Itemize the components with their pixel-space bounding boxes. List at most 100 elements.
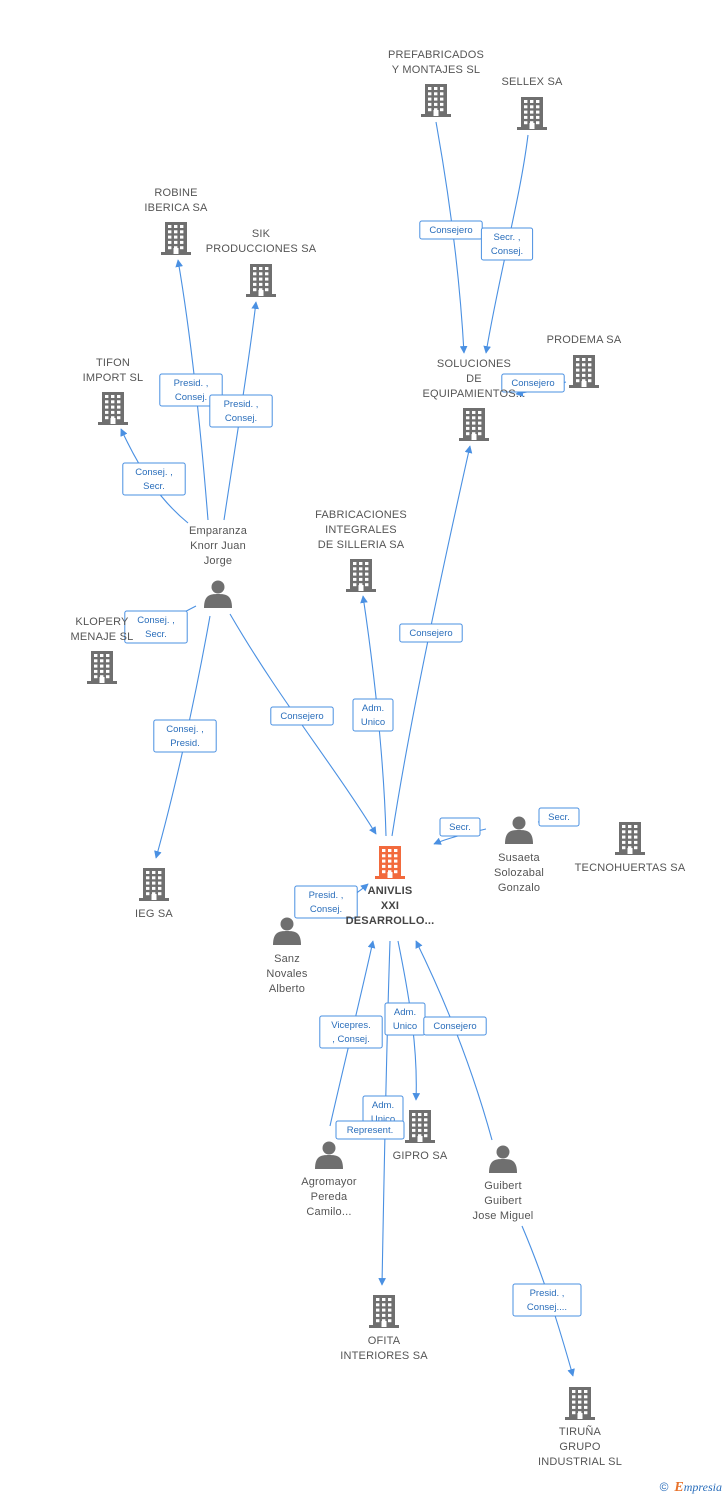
- edge-label-agromayor-anivlis[interactable]: Vicepres., Consej.: [319, 1015, 383, 1049]
- edge-label-box: [480, 227, 534, 261]
- node-label: Solozabal: [494, 867, 544, 879]
- edge-label-text: Unico: [361, 717, 385, 728]
- edge-label-text: Adm.: [394, 1007, 416, 1018]
- edge-label-text: Consejero: [429, 225, 472, 236]
- edge-label-anivlis-fabricaciones[interactable]: Adm.Unico: [352, 698, 394, 732]
- node-label: Guibert: [484, 1195, 521, 1207]
- node-label: IBERICA SA: [144, 202, 208, 214]
- edge-label-susaeta-tecnohuertas[interactable]: Secr.: [538, 807, 580, 827]
- edge-label-emparanza-ieg[interactable]: Consej. , Presid.: [153, 719, 217, 753]
- node-label: Novales: [266, 968, 307, 980]
- node-label: Agromayor: [301, 1176, 357, 1188]
- building-icon: [246, 264, 276, 297]
- empresia-logo[interactable]: ©Empresia: [660, 1480, 722, 1496]
- edge-label-text: , Consej.: [332, 1034, 370, 1045]
- node-label: IEG SA: [135, 908, 173, 920]
- node-label: ANIVLIS: [368, 885, 413, 897]
- node-label: SIK: [252, 228, 271, 240]
- edge-anivlis-to-soluciones: [391, 445, 473, 837]
- node-soluciones[interactable]: SOLUCIONESDEEQUIPAMIENTOS...: [422, 358, 525, 441]
- edge-label-text: Presid.: [170, 738, 200, 749]
- node-label: IMPORT SL: [83, 372, 144, 384]
- edge-label-box: [122, 462, 186, 496]
- building-icon: [517, 97, 547, 130]
- node-label: Alberto: [269, 983, 305, 995]
- node-label: ROBINE: [154, 187, 197, 199]
- node-label: EQUIPAMIENTOS...: [422, 388, 525, 400]
- edge-label-emparanza-klopery[interactable]: Consej. ,Secr.: [124, 610, 188, 644]
- node-sellex[interactable]: SELLEX SA: [501, 76, 563, 130]
- edge-label-anivlis-ofita[interactable]: Adm.Unico: [362, 1095, 404, 1129]
- node-anivlis[interactable]: ANIVLISXXIDESARROLLO...: [346, 846, 435, 927]
- edge-label-text: Represent.: [347, 1125, 393, 1136]
- person-icon: [489, 1145, 517, 1173]
- node-label: Jose Miguel: [473, 1210, 534, 1222]
- edge-label-agromayor-ofita[interactable]: Represent.: [335, 1120, 405, 1140]
- building-icon: [87, 651, 117, 684]
- node-label: Camilo...: [306, 1206, 351, 1218]
- edge-label-emparanza-robine[interactable]: Presid. , Consej.: [159, 373, 223, 407]
- copyright-symbol: ©: [659, 1480, 669, 1494]
- node-prodema[interactable]: PRODEMA SA: [547, 334, 622, 388]
- node-label: DESARROLLO...: [346, 915, 435, 927]
- edge-label-sanz-anivlis[interactable]: Presid. ,Consej.: [294, 885, 358, 919]
- edge-label-text: Consejero: [511, 378, 554, 389]
- edge-label-emparanza-anivlis[interactable]: Consejero: [270, 706, 334, 726]
- edge-label-sellex-soluciones[interactable]: Secr. , Consej.: [480, 227, 534, 261]
- node-label: INTERIORES SA: [340, 1350, 428, 1362]
- node-ieg[interactable]: IEG SA: [135, 868, 173, 920]
- node-label: KLOPERY: [75, 616, 129, 628]
- node-gipro[interactable]: GIPRO SA: [393, 1110, 448, 1162]
- edge-label-box: [209, 394, 273, 428]
- node-label: GIPRO SA: [393, 1150, 448, 1162]
- edge-label-prefabricados-soluciones[interactable]: Consejero: [419, 220, 483, 240]
- node-agromayor[interactable]: AgromayorPeredaCamilo...: [301, 1141, 357, 1219]
- edge-label-text: Consej. ,: [135, 467, 173, 478]
- edge-label-text: Consejero: [409, 628, 452, 639]
- edge-label-text: Presid. ,: [530, 1288, 565, 1299]
- node-label: OFITA: [368, 1335, 401, 1347]
- edge-label-guibert-tiruna[interactable]: Presid. ,Consej....: [512, 1283, 582, 1317]
- node-label: INTEGRALES: [325, 524, 397, 536]
- edge-label-text: Consej. ,: [166, 724, 204, 735]
- edge-label-text: Presid. ,: [224, 399, 259, 410]
- node-robine[interactable]: ROBINE IBERICA SA: [144, 187, 208, 255]
- node-label: Knorr Juan: [190, 540, 246, 552]
- edge-label-anivlis-gipro[interactable]: Adm. Unico: [384, 1002, 426, 1036]
- edge-label-text: Consej. ,: [137, 615, 175, 626]
- edge-label-text: Secr.: [548, 812, 570, 823]
- node-tecnohuertas[interactable]: TECNOHUERTAS SA: [575, 822, 686, 874]
- edge-label-box: [319, 1015, 383, 1049]
- building-icon: [565, 1387, 595, 1420]
- edge-label-box: [335, 1120, 405, 1140]
- edge-label-text: Consej.: [175, 392, 207, 403]
- node-label: TECNOHUERTAS SA: [575, 862, 686, 874]
- edge-label-text: Consej.: [491, 246, 523, 257]
- edge-label-susaeta-anivlis[interactable]: Secr.: [439, 817, 481, 837]
- node-label: Gonzalo: [498, 882, 540, 894]
- building-icon: [375, 846, 405, 879]
- edge-label-text: Secr. ,: [494, 232, 521, 243]
- edge-label-box: [501, 373, 565, 393]
- edge-label-anivlis-soluciones[interactable]: Consejero: [399, 623, 463, 643]
- edge-label-guibert-anivlis[interactable]: Consejero: [423, 1016, 487, 1036]
- edge-label-text: Presid. ,: [174, 378, 209, 389]
- edge-label-emparanza-tifon[interactable]: Consej. ,Secr.: [122, 462, 186, 496]
- node-label: Sanz: [274, 953, 300, 965]
- edge-label-emparanza-sik[interactable]: Presid. ,Consej.: [209, 394, 273, 428]
- node-ofita[interactable]: OFITA INTERIORES SA: [340, 1295, 428, 1362]
- edge-label-text: Unico: [393, 1021, 417, 1032]
- building-icon: [421, 84, 451, 117]
- edge-label-text: Consej.: [310, 904, 342, 915]
- edge-label-prodema-soluciones[interactable]: Consejero: [501, 373, 565, 393]
